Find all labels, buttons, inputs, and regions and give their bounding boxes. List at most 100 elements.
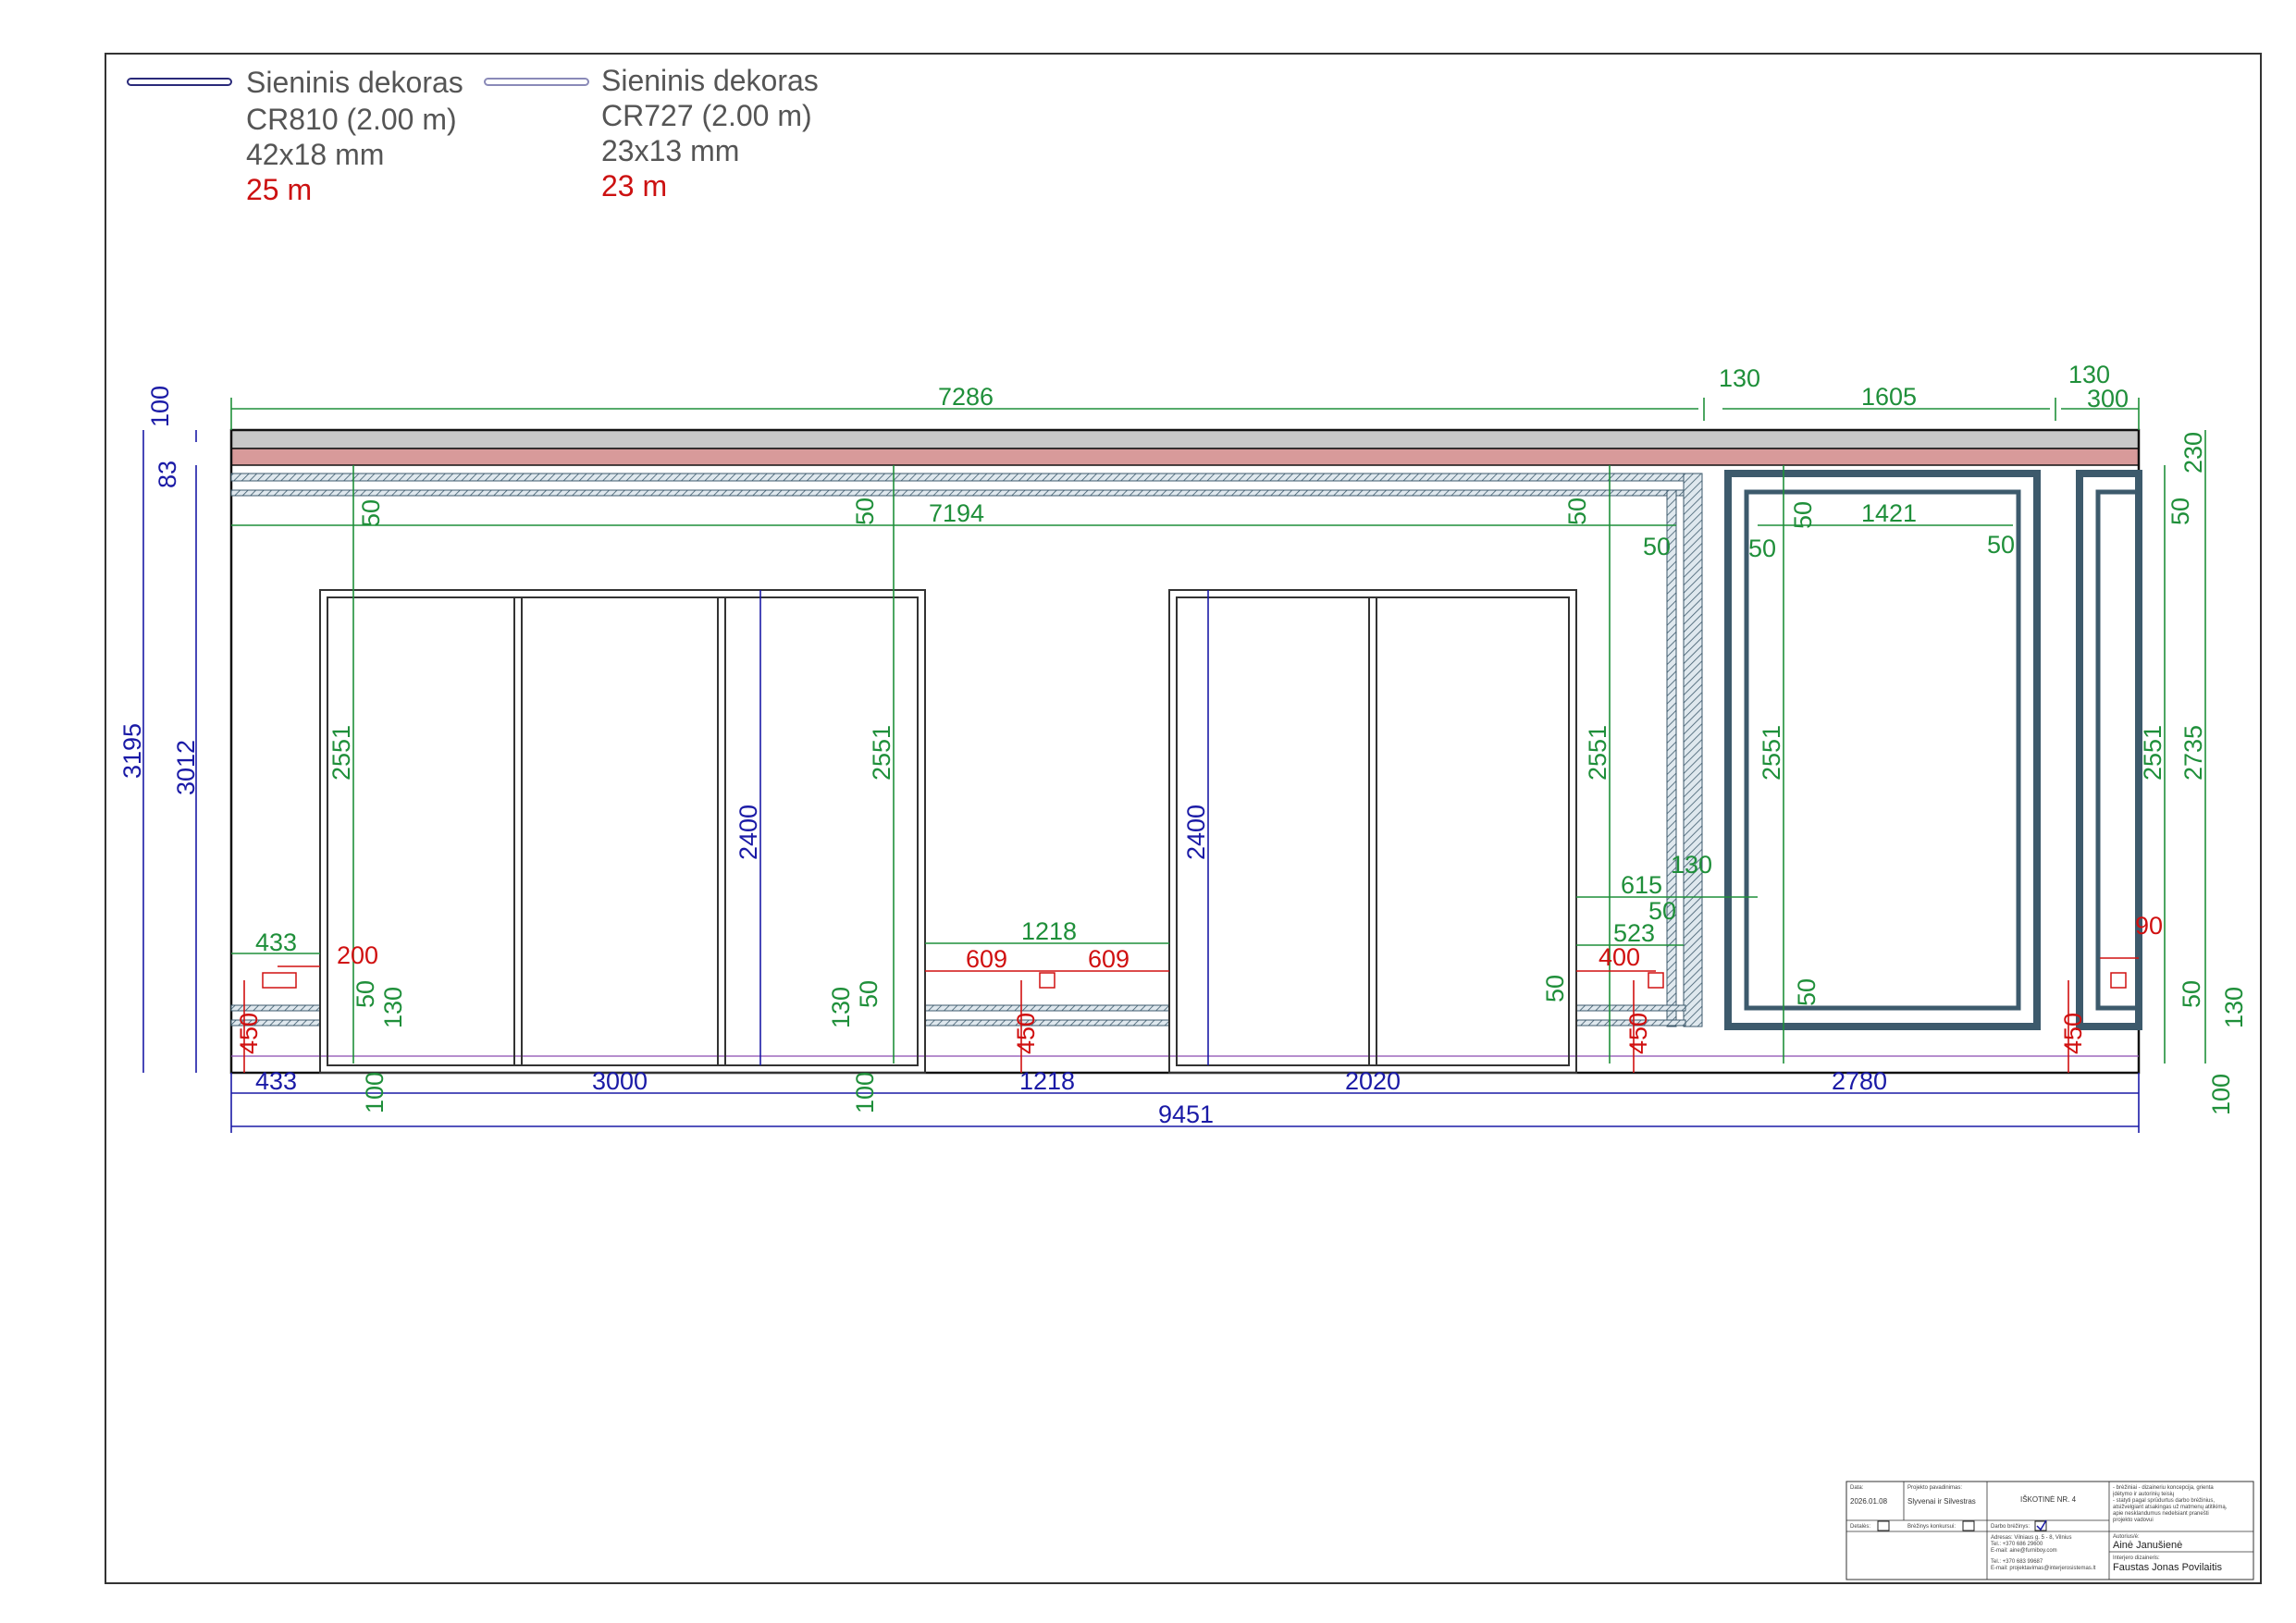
dim-h609-1: 609 bbox=[966, 945, 1007, 973]
door-mid-frame bbox=[1168, 589, 1577, 1074]
tb-contact-1: Tel.: +370 683 99687 bbox=[1991, 1559, 2043, 1565]
socket-left bbox=[262, 972, 297, 989]
tb-note-3: - statyti pagal sprūdurtus darbo brėžini… bbox=[2113, 1498, 2215, 1504]
dim-v50-3: 50 bbox=[1563, 498, 1591, 525]
dim-h1421: 1421 bbox=[1861, 499, 1917, 527]
tb-project-label: Projekto pavadinimas: bbox=[1907, 1485, 1962, 1491]
tb-check3-mark bbox=[2036, 1519, 2047, 1531]
dim-h50-3: 50 bbox=[1987, 531, 2015, 559]
sheet-border bbox=[105, 53, 2262, 1584]
tb-note-5: apie nesklandumus nedelsiant pranešti bbox=[2113, 1511, 2209, 1517]
dim-v50-1: 50 bbox=[357, 499, 385, 527]
dim-v2551-1: 2551 bbox=[327, 725, 355, 781]
dim-v50-r3: 50 bbox=[2178, 980, 2205, 1008]
dim-v2400-1: 2400 bbox=[734, 805, 762, 860]
dim-bot-1218: 1218 bbox=[1019, 1067, 1075, 1095]
ceiling-band bbox=[230, 429, 2140, 449]
panel-right-2-outer bbox=[2076, 470, 2142, 1030]
tb-note-4: atsižvelgiant atsakingas už matmenų atit… bbox=[2113, 1505, 2228, 1510]
dim-h130-mid: 130 bbox=[1671, 851, 1712, 879]
dim-h50-mid: 50 bbox=[1648, 897, 1676, 925]
dim-h200: 200 bbox=[337, 941, 378, 969]
legend-2-name: Sieninis dekoras bbox=[601, 64, 819, 97]
dim-bot-2020: 2020 bbox=[1345, 1067, 1401, 1095]
dim-v130-r: 130 bbox=[2220, 987, 2248, 1028]
tb-contact-2: E-mail: projektavimas@interjerosistemas.… bbox=[1991, 1566, 2096, 1571]
dim-top-130b: 130 bbox=[2068, 361, 2110, 388]
dim-v50-5: 50 bbox=[2166, 498, 2194, 525]
dim-left-100: 100 bbox=[146, 386, 174, 427]
panel-right-1-outer bbox=[1724, 470, 2041, 1030]
tb-designer-label: Interjero dizaineris: bbox=[2113, 1555, 2160, 1561]
tb-project: Slyvenai ir Silvestras bbox=[1907, 1497, 1976, 1506]
dim-v50-r2: 50 bbox=[1793, 978, 1821, 1006]
panel-mid-strip2 bbox=[1666, 489, 1677, 1027]
door-left-inner bbox=[327, 596, 919, 1066]
legend-2-code: CR727 (2.00 m) bbox=[601, 99, 812, 132]
tb-note-2: įdėtymo ir autorinių teisių bbox=[2113, 1492, 2175, 1497]
dim-h90: 90 bbox=[2135, 912, 2163, 940]
ceiling-cornice bbox=[230, 448, 2140, 466]
dim-top-1605: 1605 bbox=[1861, 383, 1917, 411]
dim-top-130a: 130 bbox=[1719, 364, 1760, 392]
tb-check1-label: Detalės: bbox=[1850, 1524, 1870, 1530]
dim-v2551-4: 2551 bbox=[1758, 725, 1785, 781]
legend-1-size: 42x18 mm bbox=[246, 138, 384, 171]
dimension-labels: 7286 130 1605 130 300 100 83 3195 3012 5… bbox=[118, 361, 2248, 1128]
dim-left-3195: 3195 bbox=[118, 723, 146, 779]
legend-1-code: CR810 (2.00 m) bbox=[246, 103, 457, 136]
legend-1-length: 25 m bbox=[246, 173, 312, 206]
dim-h523: 523 bbox=[1613, 919, 1655, 947]
dim-v50-c: 50 bbox=[855, 980, 883, 1008]
tb-date-label: Data: bbox=[1850, 1485, 1864, 1491]
dim-v130-c: 130 bbox=[827, 987, 855, 1028]
title-block: Data: 2026.01.08 Projekto pavadinimas: S… bbox=[1845, 1481, 2254, 1580]
dim-h50-1: 50 bbox=[1643, 533, 1671, 560]
tb-check2-box bbox=[1962, 1520, 1975, 1531]
panel-right-1-inner bbox=[1744, 489, 2021, 1011]
dim-bot-2780: 2780 bbox=[1832, 1067, 1887, 1095]
dim-top-7286: 7286 bbox=[938, 383, 994, 411]
wall-elevation bbox=[229, 428, 2142, 1075]
door-left-frame bbox=[319, 589, 926, 1074]
tb-check2-label: Brėžinys konkursui: bbox=[1907, 1524, 1956, 1530]
lower-moulding-mid2 bbox=[924, 1019, 1170, 1027]
legend-1-name: Sieninis dekoras bbox=[246, 66, 463, 99]
legend: Sieninis dekoras CR810 (2.00 m) 42x18 mm… bbox=[127, 64, 819, 206]
top-moulding-outer bbox=[230, 473, 1703, 482]
legend-2-size: 23x13 mm bbox=[601, 134, 739, 167]
dim-v50-r1: 50 bbox=[1541, 975, 1569, 1002]
dim-bot-100a: 100 bbox=[361, 1072, 389, 1113]
tb-note-6: projekto vadovui bbox=[2113, 1518, 2154, 1523]
tb-date: 2026.01.08 bbox=[1850, 1497, 1888, 1506]
dim-bot-100b: 100 bbox=[851, 1072, 879, 1113]
tb-sheet-title: IŠKOTINĖ NR. 4 bbox=[2020, 1495, 2077, 1504]
lower-moulding-right bbox=[1575, 1004, 1686, 1012]
dim-v2551-5: 2551 bbox=[2139, 725, 2166, 781]
dim-bot-433: 433 bbox=[255, 1067, 297, 1095]
panel-right-2-inner bbox=[2095, 489, 2142, 1011]
socket-right-1 bbox=[1648, 972, 1664, 989]
dim-v50-2: 50 bbox=[851, 498, 879, 525]
tb-address-1: Adresas: Vilniaus g. 5 - 8, Vilnius bbox=[1991, 1535, 2072, 1541]
legend-swatch-1 bbox=[127, 78, 232, 86]
dim-h615: 615 bbox=[1621, 871, 1662, 899]
door-mid-inner bbox=[1176, 596, 1570, 1066]
dim-v450-3: 450 bbox=[1624, 1013, 1652, 1054]
panel-mid-strip bbox=[1683, 473, 1703, 1027]
dim-right-230: 230 bbox=[2179, 432, 2207, 473]
dim-top-300: 300 bbox=[2087, 385, 2129, 412]
top-moulding-inner bbox=[230, 489, 1686, 497]
tb-check1-box bbox=[1877, 1520, 1890, 1531]
dim-v450-4: 450 bbox=[2059, 1013, 2087, 1054]
dim-bot-100r: 100 bbox=[2207, 1074, 2235, 1115]
dim-v50-4: 50 bbox=[1789, 501, 1817, 529]
dim-left-3012: 3012 bbox=[172, 740, 200, 795]
dim-right-2735: 2735 bbox=[2179, 725, 2207, 781]
tb-note-1: - brėžiniai - dizaineriu koncepcija, gri… bbox=[2113, 1485, 2214, 1491]
legend-2-length: 23 m bbox=[601, 169, 667, 203]
dim-v2551-2: 2551 bbox=[868, 725, 895, 781]
dim-h433-top: 433 bbox=[255, 928, 297, 956]
tb-check3-label: Darbo brėžinys: bbox=[1991, 1524, 2030, 1530]
